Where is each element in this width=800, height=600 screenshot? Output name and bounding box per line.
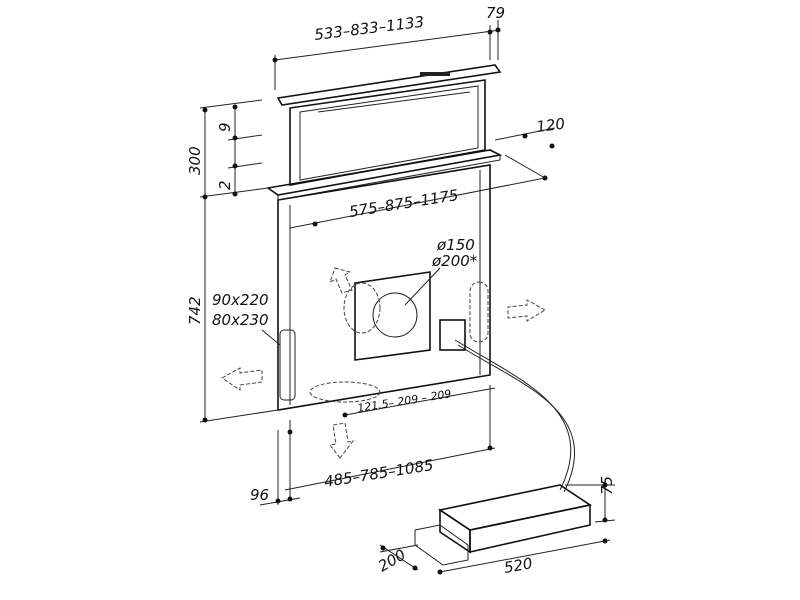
bottom-depth-label: 96 xyxy=(250,486,269,504)
duct-plate xyxy=(354,271,431,361)
side-outlet-2-label: 80x230 xyxy=(212,311,269,329)
arrow-down-icon xyxy=(329,422,355,459)
bottom-dimensions: 121.5– 209 – 209 485–785–1085 96 xyxy=(250,385,496,506)
top-depth-label: 79 xyxy=(486,4,505,22)
side-outlet xyxy=(279,329,296,401)
arrow-up-icon xyxy=(329,267,353,294)
body xyxy=(277,164,491,411)
duct-dia-2-label: ø200* xyxy=(431,252,478,270)
control-panel xyxy=(420,72,450,76)
frame-dimensions: 120 575–875–1175 ø150 ø200* xyxy=(289,115,566,306)
body-height-label: 742 xyxy=(186,296,204,325)
duct-outlet xyxy=(372,292,418,338)
motor-length-label: 520 xyxy=(503,554,534,577)
frame xyxy=(265,149,503,201)
height-9-label: 9 xyxy=(216,122,234,132)
duct-dia-1-label: ø150 xyxy=(436,236,475,254)
motor-depth-label: 200 xyxy=(375,546,409,576)
hood-panel xyxy=(276,64,502,186)
cable xyxy=(454,339,572,491)
motor-height-label: 75 xyxy=(598,476,616,495)
frame-width-label: 575–875–1175 xyxy=(348,186,460,221)
motor-unit: 75 200 520 xyxy=(375,476,616,577)
arrow-right-icon xyxy=(507,299,546,322)
total-height-label: 300 xyxy=(186,146,204,175)
side-outlet-1-label: 90x220 xyxy=(212,291,269,309)
frame-depth-label: 120 xyxy=(535,115,566,136)
top-width-label: 533–833–1133 xyxy=(313,13,425,44)
body-width-label: 485–785–1085 xyxy=(323,456,435,491)
left-dimensions: 300 9 2 742 90x220 80x230 xyxy=(186,99,281,423)
airflow-arrows xyxy=(221,267,546,459)
height-2-label: 2 xyxy=(216,180,234,190)
arrow-left-icon xyxy=(221,367,263,391)
electrical-box xyxy=(439,319,466,351)
outlet-spacing-label: 121.5– 209 – 209 xyxy=(356,387,452,415)
